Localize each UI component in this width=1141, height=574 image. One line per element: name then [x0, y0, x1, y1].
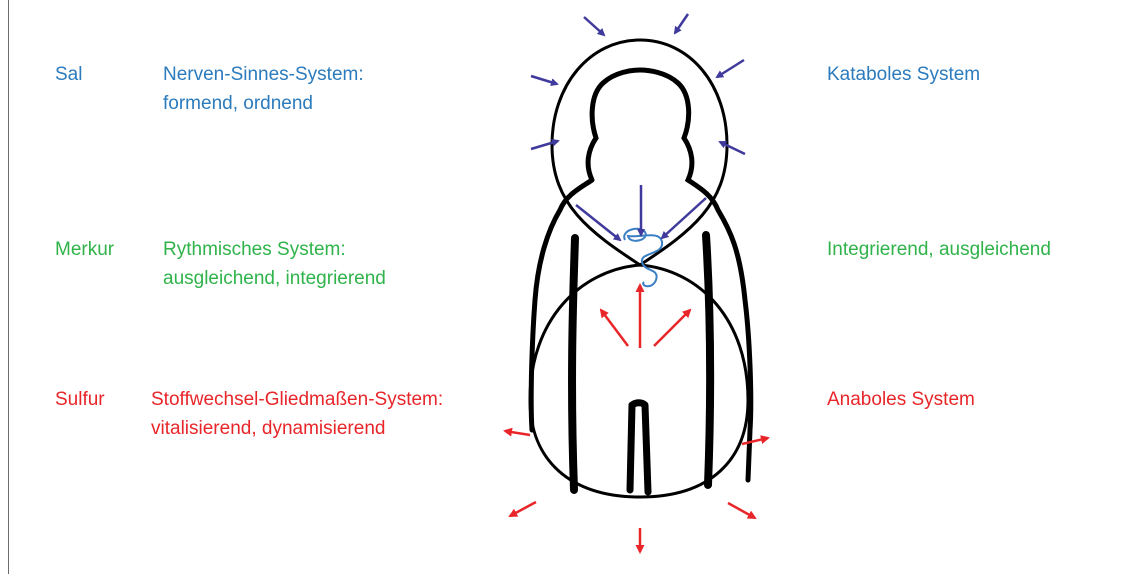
outward-arrow	[505, 431, 530, 435]
outward-arrow	[728, 503, 755, 518]
inward-arrow	[531, 141, 558, 149]
inward-arrow	[531, 76, 557, 84]
inward-arrow	[675, 14, 688, 33]
inward-arrow	[584, 17, 604, 35]
outward-arrow	[742, 438, 768, 444]
right-arm-outline	[706, 235, 710, 485]
outward-arrow	[654, 310, 690, 346]
legs-outline	[630, 403, 648, 492]
outward-arrows-group	[505, 285, 768, 552]
figure-silhouette	[531, 70, 751, 480]
outward-arrow	[601, 310, 628, 346]
left-arm-outline	[572, 238, 575, 490]
inward-arrow	[717, 60, 744, 77]
upper-loop-outline	[552, 40, 727, 265]
inward-arrow	[720, 142, 745, 154]
outward-arrow	[510, 502, 536, 516]
